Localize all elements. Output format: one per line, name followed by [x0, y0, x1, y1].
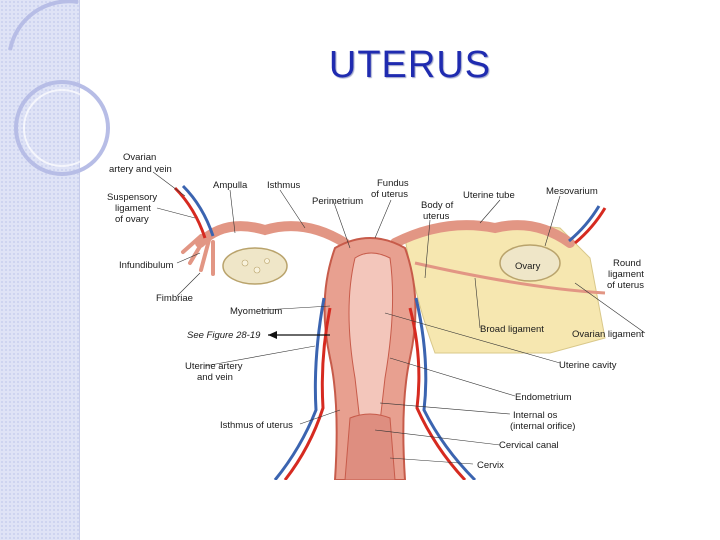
- label-myometrium: Myometrium: [230, 306, 282, 317]
- label-isthmus-uterus: Isthmus of uterus: [220, 420, 293, 431]
- uterine-artery-left: [283, 307, 332, 480]
- uterine-vein-right: [414, 297, 477, 480]
- label-perimetrium: Perimetrium: [312, 196, 363, 207]
- label-uterine-artery-2: and vein: [197, 372, 233, 383]
- label-ovarian-ligament: Ovarian ligament: [572, 329, 644, 340]
- label-body-1: Body of: [421, 200, 454, 211]
- label-broad-ligament: Broad ligament: [480, 324, 544, 335]
- label-fundus-2: of uterus: [371, 189, 408, 200]
- label-ampulla: Ampulla: [213, 180, 248, 191]
- slide-title: UTERUS: [328, 44, 492, 86]
- label-uterine-cavity: Uterine cavity: [559, 360, 617, 371]
- uterine-tube-right: [390, 220, 575, 248]
- uterine-tube-left: [195, 221, 350, 248]
- decorative-circles: [8, 0, 110, 176]
- ovarian-vessels-right: [574, 207, 607, 245]
- label-cervix: Cervix: [477, 460, 504, 471]
- label-suspensory-2: ligament: [115, 203, 151, 214]
- label-isthmus: Isthmus: [267, 180, 301, 191]
- ovarian-vessels-right-vein: [568, 205, 601, 243]
- label-ovarian-artery-2: artery and vein: [109, 164, 172, 175]
- round-ligament-right: [414, 261, 606, 295]
- uterus-anatomy-diagram: Ovarian artery and vein Suspensory ligam…: [107, 152, 646, 480]
- uterine-vein-left: [273, 297, 326, 480]
- fimbriae-left: [181, 234, 215, 276]
- label-round-lig-3: of uterus: [607, 280, 644, 291]
- uterine-artery-right: [408, 307, 467, 480]
- uterine-cavity: [348, 252, 394, 449]
- label-uterine-artery-1: Uterine artery: [185, 361, 243, 372]
- label-body-2: uterus: [423, 211, 450, 222]
- label-ovary: Ovary: [515, 261, 541, 272]
- label-uterine-tube: Uterine tube: [463, 190, 515, 201]
- label-see-figure: See Figure 28-19: [187, 330, 261, 341]
- label-suspensory-3: of ovary: [115, 214, 149, 225]
- label-endometrium: Endometrium: [515, 392, 572, 403]
- label-internal-os-1: Internal os: [513, 410, 558, 421]
- label-round-lig-1: Round: [613, 258, 641, 269]
- label-round-lig-2: ligament: [608, 269, 644, 280]
- ovarian-vessels-left: [173, 186, 207, 239]
- ovary-left: [222, 247, 288, 285]
- cervix-shape: [344, 413, 396, 480]
- label-internal-os-2: (internal orifice): [510, 421, 575, 432]
- label-cervical-canal: Cervical canal: [499, 440, 559, 451]
- ovary-right: [499, 244, 561, 282]
- label-mesovarium: Mesovarium: [546, 186, 598, 197]
- label-suspensory-1: Suspensory: [107, 192, 157, 203]
- label-infundibulum: Infundibulum: [119, 260, 173, 271]
- ovarian-vessels-left-vein: [181, 184, 215, 237]
- label-ovarian-artery-1: Ovarian: [123, 152, 156, 163]
- label-fimbriae: Fimbriae: [156, 293, 193, 304]
- label-fundus-1: Fundus: [377, 178, 409, 189]
